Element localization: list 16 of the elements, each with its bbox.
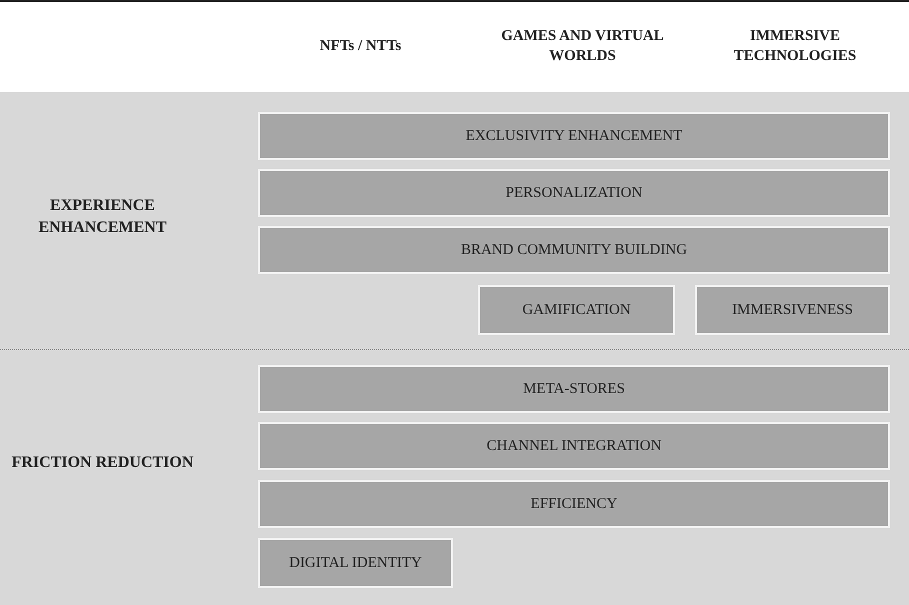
category-bar: PERSONALIZATION <box>258 169 890 217</box>
category-bar: IMMERSIVENESS <box>695 285 890 335</box>
column-header: IMMERSIVE TECHNOLOGIES <box>732 27 858 66</box>
category-bar: EXCLUSIVITY ENHANCEMENT <box>258 112 890 160</box>
section-band <box>0 92 909 350</box>
category-bar: DIGITAL IDENTITY <box>258 538 453 588</box>
category-bar: CHANNEL INTEGRATION <box>258 422 890 470</box>
category-bar: BRAND COMMUNITY BUILDING <box>258 226 890 274</box>
category-bar: META-STORES <box>258 365 890 413</box>
row-header: EXPERIENCE ENHANCEMENT <box>37 196 168 238</box>
section-band <box>0 350 909 605</box>
column-header: GAMES AND VIRTUAL WORLDS <box>500 27 665 66</box>
category-bar: GAMIFICATION <box>478 285 675 335</box>
category-bar: EFFICIENCY <box>258 480 890 528</box>
column-header: NFTs / NTTs <box>318 37 402 56</box>
row-header: FRICTION REDUCTION <box>10 452 194 472</box>
